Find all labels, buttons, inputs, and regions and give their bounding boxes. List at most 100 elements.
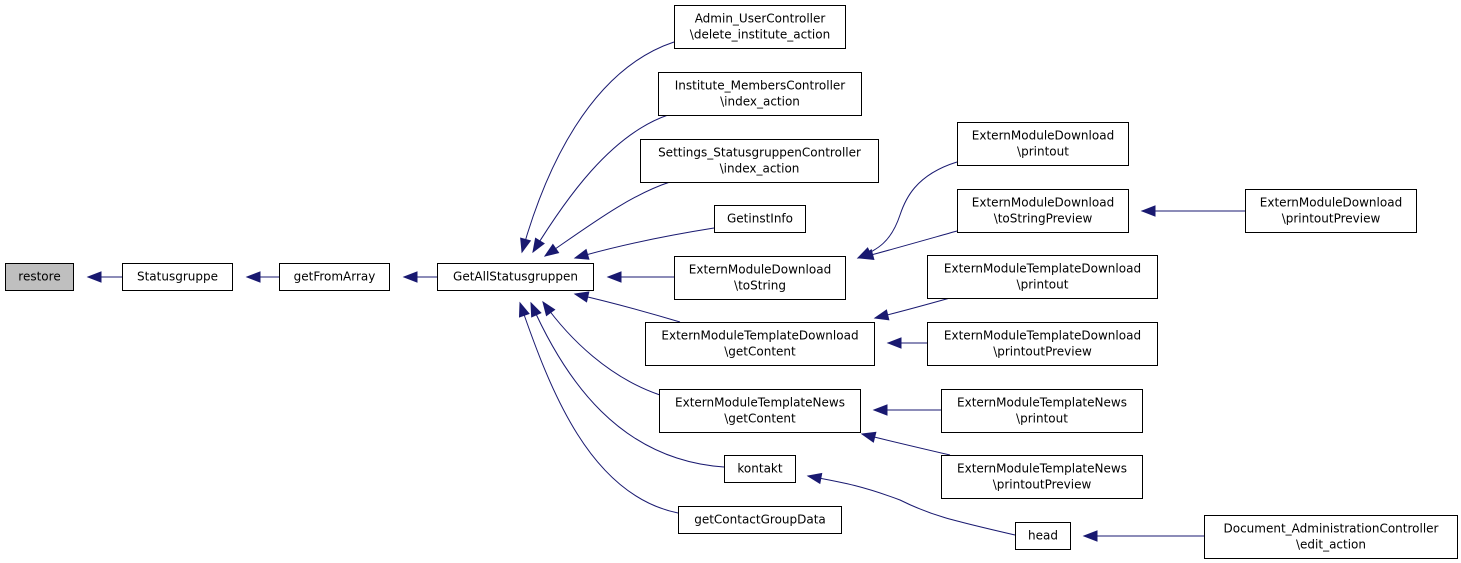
- node-statusgruppe[interactable]: Statusgruppe: [122, 263, 233, 291]
- arrowhead-icon: [543, 243, 560, 257]
- node-box[interactable]: [674, 256, 846, 300]
- node-label: ExternModuleTemplateNews: [957, 396, 1127, 410]
- edge-line: [574, 293, 681, 323]
- node-label: head: [1028, 529, 1058, 543]
- edge-kontakt-to-getallstatusgruppen: [530, 301, 725, 468]
- edge-line: [857, 161, 958, 259]
- node-label: \printout: [1017, 145, 1069, 159]
- edge-line: [807, 475, 1016, 536]
- node-label: \printout: [1017, 278, 1069, 292]
- node-label: ExternModuleTemplateDownload: [661, 329, 858, 343]
- node-box[interactable]: [927, 255, 1158, 299]
- edge-admin-delete-to-getallstatusgruppen: [520, 41, 675, 254]
- edge-line: [859, 230, 958, 259]
- arrowhead-icon: [520, 237, 532, 254]
- edge-emd-tostring-to-getallstatusgruppen: [606, 271, 674, 283]
- node-box[interactable]: [5, 263, 74, 291]
- node-box[interactable]: [122, 263, 233, 291]
- node-box[interactable]: [674, 5, 846, 49]
- node-label: \edit_action: [1296, 538, 1366, 552]
- node-label: Statusgruppe: [137, 270, 218, 284]
- edge-institute-index-to-getallstatusgruppen: [532, 114, 669, 254]
- edge-emtd-printout-to-emtd-getcontent: [873, 297, 951, 321]
- node-box[interactable]: [1015, 522, 1071, 550]
- node-box[interactable]: [941, 455, 1143, 499]
- node-label: \printoutPreview: [993, 345, 1092, 359]
- edge-getcontactgroupdata-to-getallstatusgruppen: [518, 301, 679, 514]
- edge-settings-index-to-getallstatusgruppen: [543, 181, 671, 257]
- node-docadmin-edit[interactable]: Document_AdministrationController\edit_a…: [1204, 515, 1458, 559]
- edge-docadmin-edit-to-head: [1082, 530, 1204, 542]
- node-getallstatusgruppen[interactable]: GetAllStatusgruppen: [437, 263, 594, 291]
- node-label: \printoutPreview: [1282, 212, 1381, 226]
- node-emtn-printoutpreview[interactable]: ExternModuleTemplateNews \printoutPreview: [941, 455, 1143, 499]
- edge-line: [521, 41, 675, 253]
- node-emd-tostringpreview[interactable]: ExternModuleDownload\toStringPreview: [957, 189, 1129, 233]
- node-emtd-getcontent[interactable]: ExternModuleTemplateDownload\getContent: [645, 322, 875, 366]
- node-label: ExternModuleDownload: [972, 196, 1114, 210]
- node-box[interactable]: [645, 322, 875, 366]
- node-getcontactgroupdata[interactable]: getContactGroupData: [678, 506, 842, 534]
- node-box[interactable]: [957, 122, 1129, 166]
- node-label: ExternModuleTemplateNews: [675, 396, 845, 410]
- node-institute-index[interactable]: Institute_MembersController\index_action: [658, 72, 862, 116]
- node-box[interactable]: [724, 455, 796, 483]
- node-box[interactable]: [437, 263, 594, 291]
- node-emtd-printoutpreview[interactable]: ExternModuleTemplateDownload \printoutPre…: [927, 322, 1158, 366]
- node-emd-printoutpreview[interactable]: ExternModuleDownload \printoutPreview: [1245, 189, 1417, 233]
- node-kontakt[interactable]: kontakt: [724, 455, 796, 483]
- arrowhead-icon: [530, 301, 542, 318]
- arrowhead-icon: [518, 301, 530, 318]
- node-getfromarray[interactable]: getFromArray: [279, 263, 390, 291]
- node-restore[interactable]: restore: [5, 263, 74, 291]
- node-head[interactable]: head: [1015, 522, 1071, 550]
- edge-line: [542, 301, 661, 396]
- node-emtn-printout[interactable]: ExternModuleTemplateNews\printout: [941, 389, 1143, 433]
- arrowhead-icon: [806, 472, 823, 485]
- node-box[interactable]: [279, 263, 390, 291]
- node-box[interactable]: [658, 72, 862, 116]
- edge-line: [532, 114, 669, 253]
- node-emtn-getcontent[interactable]: ExternModuleTemplateNews \getContent: [659, 389, 861, 433]
- node-label: \getContent: [724, 412, 796, 426]
- node-box[interactable]: [659, 389, 861, 433]
- edge-head-to-kontakt: [806, 472, 1016, 536]
- node-label: \index_action: [720, 95, 800, 109]
- edge-emd-printoutpreview-to-emd-tostringpreview: [1140, 205, 1245, 217]
- edge-getallstatusgruppen-to-getfromarray: [402, 271, 437, 283]
- node-box[interactable]: [678, 506, 842, 534]
- node-box[interactable]: [1245, 189, 1417, 233]
- node-label: getFromArray: [294, 270, 376, 284]
- node-box[interactable]: [1204, 515, 1458, 559]
- node-label: ExternModuleTemplateDownload: [944, 329, 1141, 343]
- node-admin-delete[interactable]: Admin_UserController\delete_institute_ac…: [674, 5, 846, 49]
- node-label: kontakt: [737, 462, 782, 476]
- edge-emtd-printoutpreview-to-emtd-getcontent: [886, 337, 927, 349]
- arrowhead-icon: [606, 271, 622, 283]
- arrowhead-icon: [858, 248, 875, 261]
- arrowhead-icon: [542, 300, 556, 317]
- arrowhead-icon: [573, 248, 590, 260]
- node-label: getContactGroupData: [694, 513, 826, 527]
- node-settings-index[interactable]: Settings_StatusgruppenController\index_a…: [640, 139, 879, 183]
- node-getinstinfo[interactable]: GetinstInfo: [714, 205, 806, 233]
- edge-emtd-getcontent-to-getallstatusgruppen: [573, 291, 681, 323]
- node-label: restore: [18, 270, 60, 284]
- arrowhead-icon: [245, 271, 261, 283]
- node-emd-tostring[interactable]: ExternModuleDownload\toString: [674, 256, 846, 300]
- arrowhead-icon: [1082, 530, 1098, 542]
- node-box[interactable]: [941, 389, 1143, 433]
- edge-line: [861, 433, 951, 456]
- node-emtd-printout[interactable]: ExternModuleTemplateDownload\printout: [927, 255, 1158, 299]
- node-box[interactable]: [957, 189, 1129, 233]
- node-label: ExternModuleTemplateNews: [957, 462, 1127, 476]
- edge-getfromarray-to-statusgruppe: [245, 271, 279, 283]
- arrowhead-icon: [873, 309, 890, 321]
- node-label: Admin_UserController: [695, 12, 826, 26]
- node-box[interactable]: [714, 205, 806, 233]
- node-box[interactable]: [927, 322, 1158, 366]
- node-label: \printoutPreview: [993, 478, 1092, 492]
- node-box[interactable]: [640, 139, 879, 183]
- node-label: ExternModuleDownload: [1260, 196, 1402, 210]
- node-emd-printout[interactable]: ExternModuleDownload\printout: [957, 122, 1129, 166]
